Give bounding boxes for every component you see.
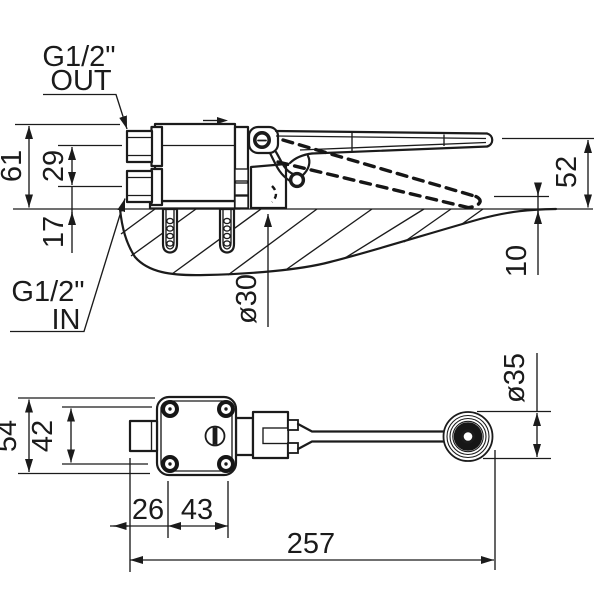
dimension-10: 10: [494, 182, 549, 277]
dim-52-label: 52: [551, 156, 583, 188]
piston-housing: [249, 162, 288, 210]
plan-linkage: [234, 410, 446, 460]
dim-257-label: 257: [287, 528, 335, 560]
base-flange: [148, 199, 242, 210]
dim-54-label: 54: [0, 420, 23, 452]
dim-42-label: 42: [27, 420, 59, 452]
valve-body-side: [148, 117, 242, 210]
out-word-label: OUT: [50, 65, 112, 97]
in-word-label: IN: [52, 304, 81, 336]
dimension-61: 61: [0, 123, 120, 208]
dimension-42: 42: [27, 406, 152, 465]
dimension-54: 54: [0, 397, 155, 475]
dim-29-label: 29: [38, 150, 70, 182]
plan-port: [128, 419, 159, 453]
dim-17-label: 17: [38, 216, 70, 248]
dimension-d30: ø30: [231, 214, 272, 327]
dimension-17: 17: [38, 186, 76, 253]
dim-10-label: 10: [501, 245, 533, 277]
pedal-pivot: [247, 125, 280, 155]
dim-26-label: 26: [132, 494, 164, 526]
pedal-lever-pressed: [276, 138, 482, 210]
dim-d30-label: ø30: [231, 274, 263, 324]
link-pin: [288, 171, 306, 189]
mounting-screw-left: [161, 207, 179, 254]
flow-direction-arrow: [203, 117, 228, 124]
in-port: [125, 167, 164, 207]
corner-screws: [161, 400, 235, 473]
out-port: [125, 125, 164, 168]
dimension-52: 52: [502, 137, 594, 208]
in-thread-label: G1/2": [11, 276, 84, 308]
mounting-screw-right: [218, 207, 236, 254]
piston-hidden-line: [271, 185, 278, 203]
valve-body-plan: [128, 395, 238, 477]
wall-section: [118, 207, 558, 277]
linkage: [268, 150, 311, 189]
in-port-callout: G1/2" IN: [10, 198, 126, 336]
pedal-lever-up: [274, 129, 494, 165]
plan-view: 54 42 26 43 257: [0, 353, 551, 572]
pedal-pad-disc: [442, 411, 494, 462]
dimension-d35: ø35: [477, 353, 551, 460]
dim-d35-label: ø35: [499, 353, 531, 403]
out-port-callout: G1/2" OUT: [42, 41, 128, 130]
dimension-29: 29: [38, 144, 122, 188]
dim-61-label: 61: [0, 150, 28, 182]
out-thread-label: G1/2": [42, 41, 115, 73]
dimension-257: 257: [130, 450, 496, 570]
center-screw: [204, 425, 226, 447]
dimension-26-43: 26 43: [110, 458, 229, 572]
pedal-bracket: [233, 125, 250, 210]
side-view: 61 29 17 ø30 52 10: [0, 41, 594, 336]
dim-43-label: 43: [181, 494, 213, 526]
